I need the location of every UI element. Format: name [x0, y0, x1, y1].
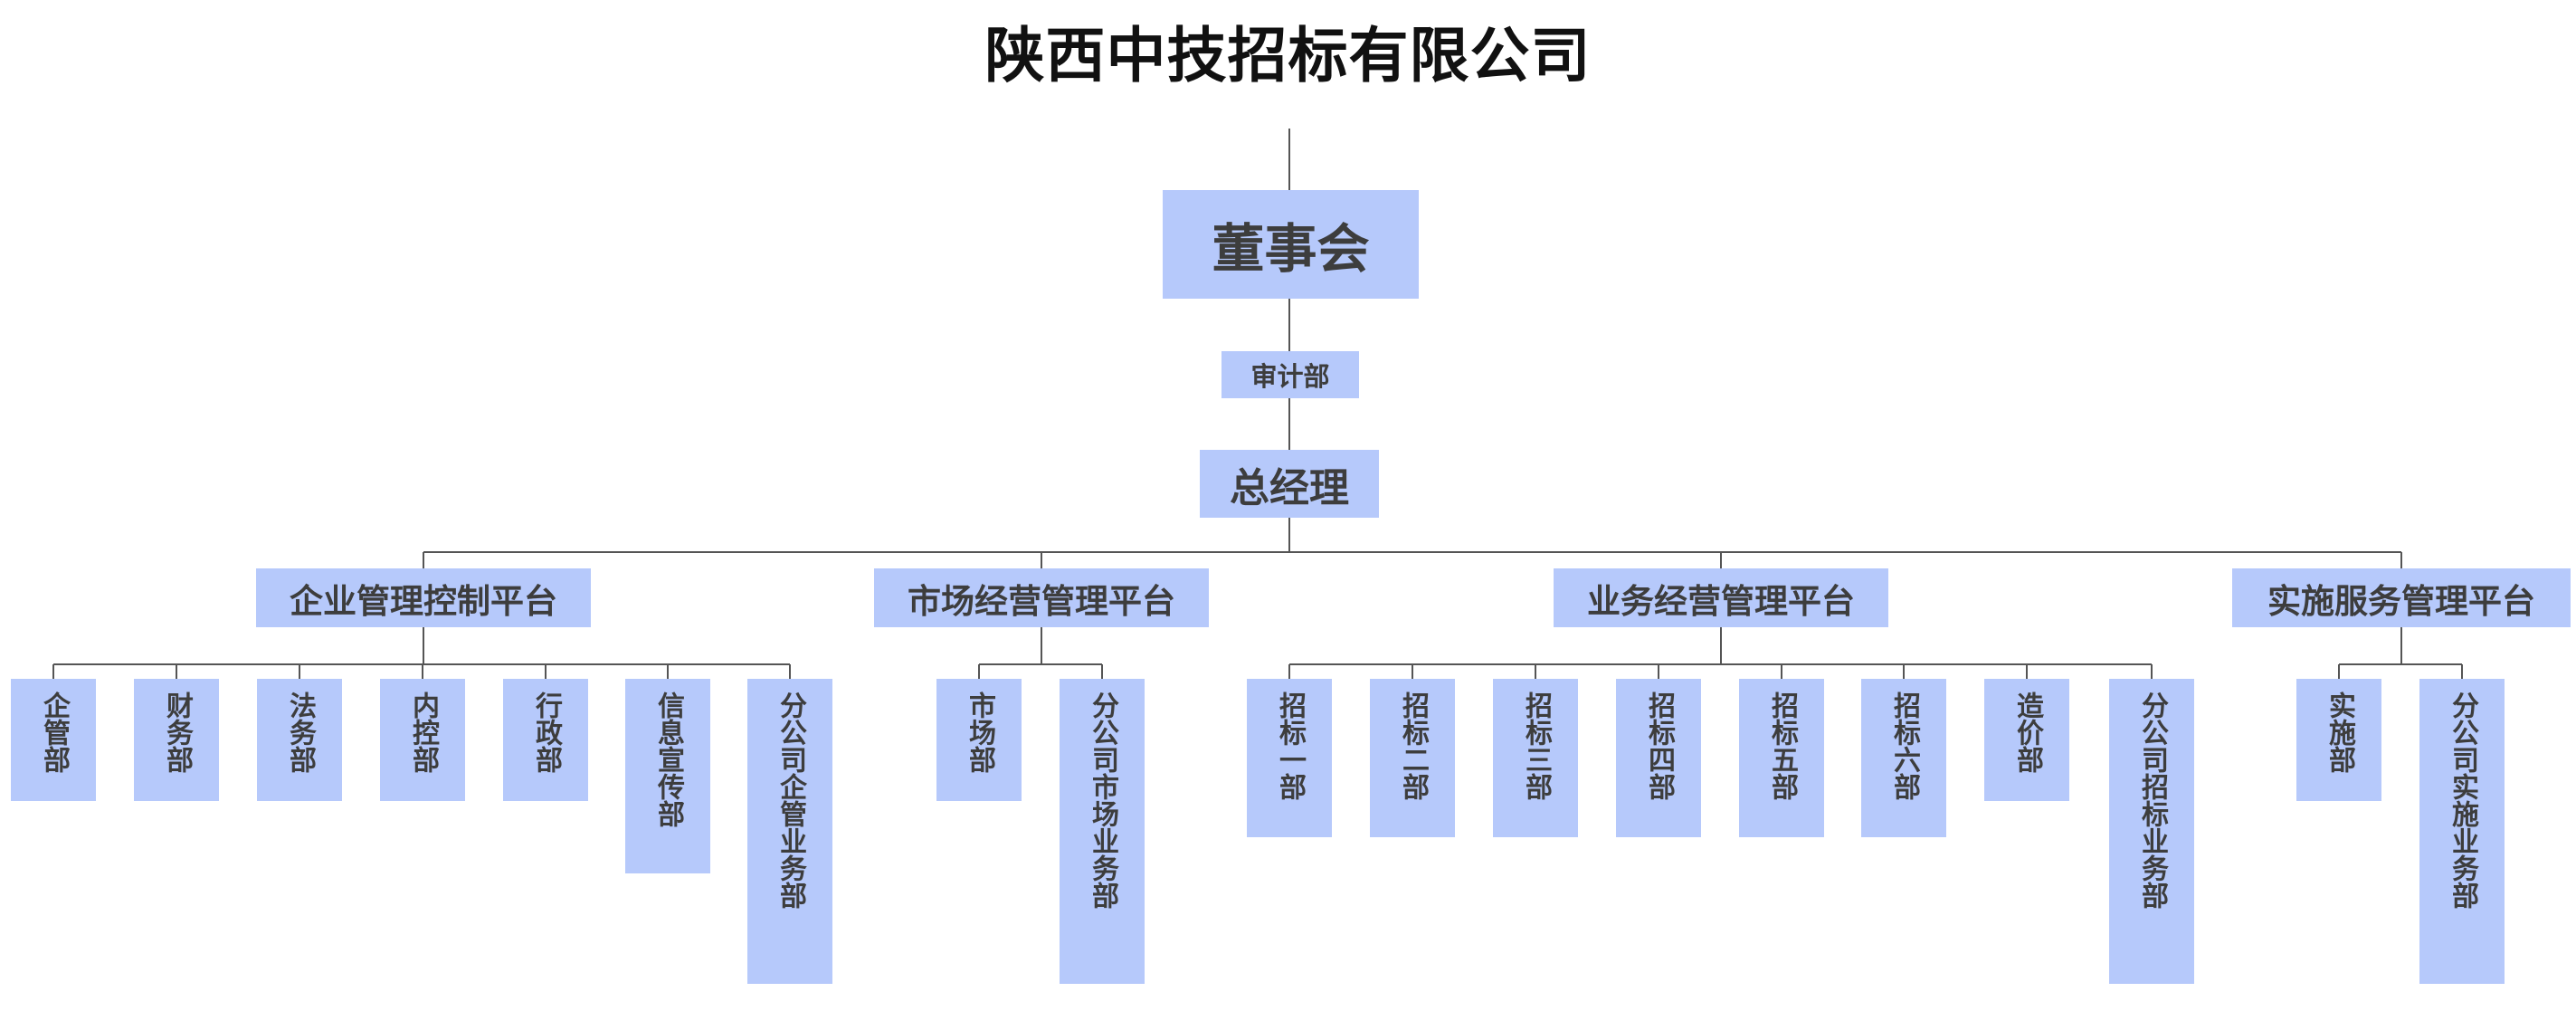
department-node: 招标一部: [1247, 679, 1332, 837]
platform-node: 市场经营管理平台: [874, 568, 1209, 627]
department-node: 行政部: [503, 679, 588, 801]
department-node: 财务部: [134, 679, 219, 801]
chart-title: 陕西中技招标有限公司: [984, 21, 1592, 91]
department-node: 分公司实施业务部: [2419, 679, 2505, 984]
department-node: 市场部: [936, 679, 1022, 801]
department-node: 法务部: [257, 679, 342, 801]
department-node: 招标六部: [1861, 679, 1946, 837]
department-node: 企管部: [11, 679, 96, 801]
department-node: 信息宣传部: [625, 679, 710, 873]
department-node: 招标四部: [1616, 679, 1701, 837]
department-node: 内控部: [380, 679, 465, 801]
platform-node: 业务经营管理平台: [1554, 568, 1888, 627]
department-node: 实施部: [2296, 679, 2381, 801]
department-node: 分公司企管业务部: [747, 679, 832, 984]
general-manager-node: 总经理: [1200, 450, 1379, 518]
platform-node: 实施服务管理平台: [2232, 568, 2571, 627]
department-node: 造价部: [1984, 679, 2069, 801]
platform-node: 企业管理控制平台: [256, 568, 591, 627]
board-node: 董事会: [1163, 190, 1419, 299]
department-node: 分公司市场业务部: [1060, 679, 1145, 984]
department-node: 招标二部: [1370, 679, 1455, 837]
department-node: 分公司招标业务部: [2109, 679, 2194, 984]
department-node: 招标三部: [1493, 679, 1578, 837]
audit-node: 审计部: [1221, 351, 1359, 398]
department-node: 招标五部: [1739, 679, 1824, 837]
